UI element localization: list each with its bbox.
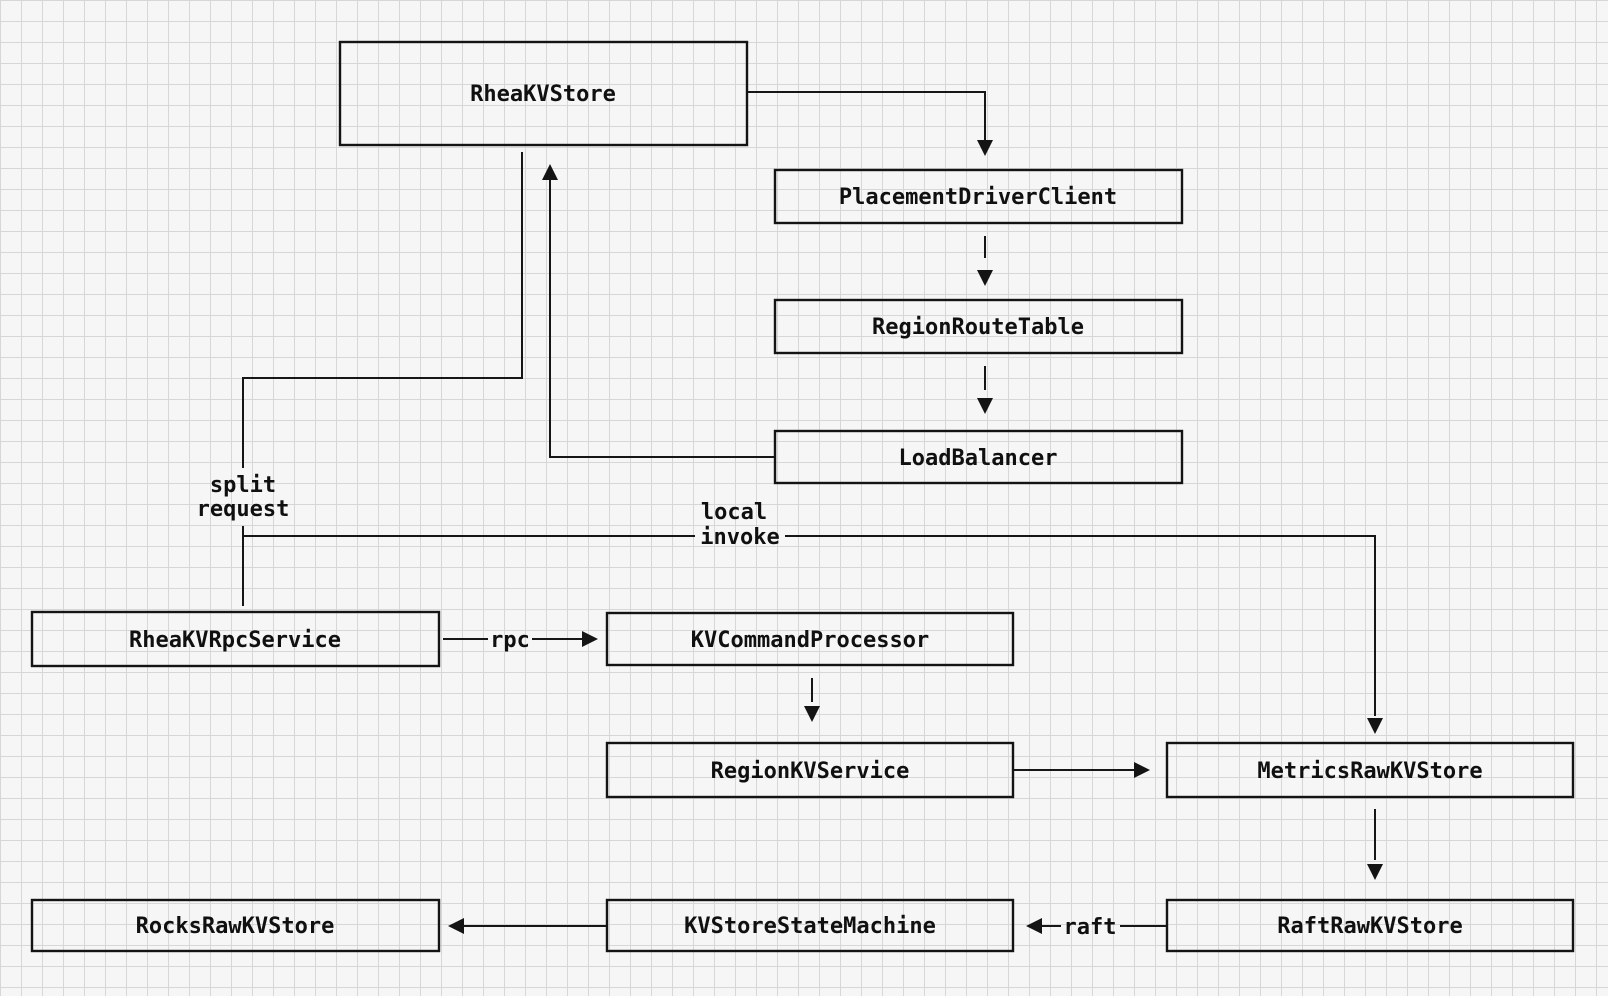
node-label: LoadBalancer — [899, 446, 1058, 471]
node-box — [1165, 898, 1575, 953]
edge-kvstorestatemachine-to-rocksrawkvstore — [448, 918, 607, 934]
arrow-down-icon — [1367, 718, 1383, 734]
node-label: RheaKVRpcService — [129, 628, 341, 653]
node-box — [773, 429, 1184, 485]
node-rheakvstore: RheaKVStore — [338, 40, 749, 147]
node-box — [773, 168, 1184, 225]
edge-rheakvstore-to-placementdriverclient — [747, 91, 993, 156]
node-label: MetricsRawKVStore — [1257, 759, 1482, 784]
edge-kvcommandprocessor-to-regionkvservice — [804, 678, 820, 722]
arrow-left-icon — [448, 918, 464, 934]
edge-label-split-request: split — [210, 473, 276, 498]
edge-label-raft: raft — [1064, 915, 1117, 940]
node-label: PlacementDriverClient — [839, 185, 1117, 210]
node-label: KVStoreStateMachine — [684, 914, 936, 939]
node-kvstorestatemachine: KVStoreStateMachine — [605, 898, 1015, 953]
node-metricsrawkvstore: MetricsRawKVStore — [1165, 741, 1575, 799]
node-raftrawkvstore: RaftRawKVStore — [1165, 898, 1575, 953]
edge-placementdriverclient-to-regionroutetable — [977, 236, 993, 286]
edge-rheakvstore-to-rheakvrpcservice: split request — [197, 152, 523, 606]
node-label: RegionRouteTable — [872, 315, 1084, 340]
node-rheakvrpcservice: RheaKVRpcService — [30, 610, 441, 668]
edge-label-local-invoke: invoke — [700, 525, 779, 550]
edge-metricsrawkvstore-to-raftrawkvstore — [1367, 809, 1383, 880]
edge-line — [549, 180, 775, 458]
edge-regionkvservice-to-metricsrawkvstore — [1013, 762, 1150, 778]
edge-loadbalancer-to-rheakvstore — [542, 164, 775, 458]
arrow-down-icon — [804, 706, 820, 722]
arrow-down-icon — [977, 270, 993, 286]
node-box — [30, 610, 441, 668]
node-box — [773, 298, 1184, 355]
edge-label-local-invoke: local — [701, 500, 767, 525]
node-loadbalancer: LoadBalancer — [773, 429, 1184, 485]
edge-line — [785, 535, 1376, 716]
node-label: RegionKVService — [711, 759, 910, 784]
arrow-down-icon — [977, 398, 993, 414]
node-regionroutetable: RegionRouteTable — [773, 298, 1184, 355]
node-label: RaftRawKVStore — [1277, 914, 1462, 939]
node-label: RocksRawKVStore — [136, 914, 335, 939]
edge-line — [747, 91, 986, 140]
node-regionkvservice: RegionKVService — [605, 741, 1015, 799]
node-box — [1165, 741, 1575, 799]
node-label: KVCommandProcessor — [691, 628, 929, 653]
arrow-down-icon — [977, 140, 993, 156]
node-box — [338, 40, 749, 147]
node-kvcommandprocessor: KVCommandProcessor — [605, 611, 1015, 667]
edge-label-rpc: rpc — [490, 628, 530, 653]
arrow-right-icon — [1134, 762, 1150, 778]
arrow-left-icon — [1026, 918, 1042, 934]
node-rocksrawkvstore: RocksRawKVStore — [30, 898, 441, 953]
node-box — [605, 741, 1015, 799]
edge-regionroutetable-to-loadbalancer — [977, 366, 993, 414]
edge-raftrawkvstore-to-kvstorestatemachine: raft — [1026, 915, 1167, 940]
node-placementdriverclient: PlacementDriverClient — [773, 168, 1184, 225]
edge-rheakvrpcservice-to-kvcommandprocessor: rpc — [443, 628, 598, 653]
edge-label-split-request: request — [197, 497, 290, 522]
node-box — [605, 611, 1015, 667]
node-label: RheaKVStore — [470, 82, 616, 107]
edge-rheakvstore-to-metricsrawkvstore: local invoke — [243, 500, 1383, 734]
node-box — [605, 898, 1015, 953]
arrow-down-icon — [1367, 864, 1383, 880]
node-box — [30, 898, 441, 953]
edge-line — [242, 152, 523, 468]
arrow-up-icon — [542, 164, 558, 180]
arrow-right-icon — [582, 631, 598, 647]
